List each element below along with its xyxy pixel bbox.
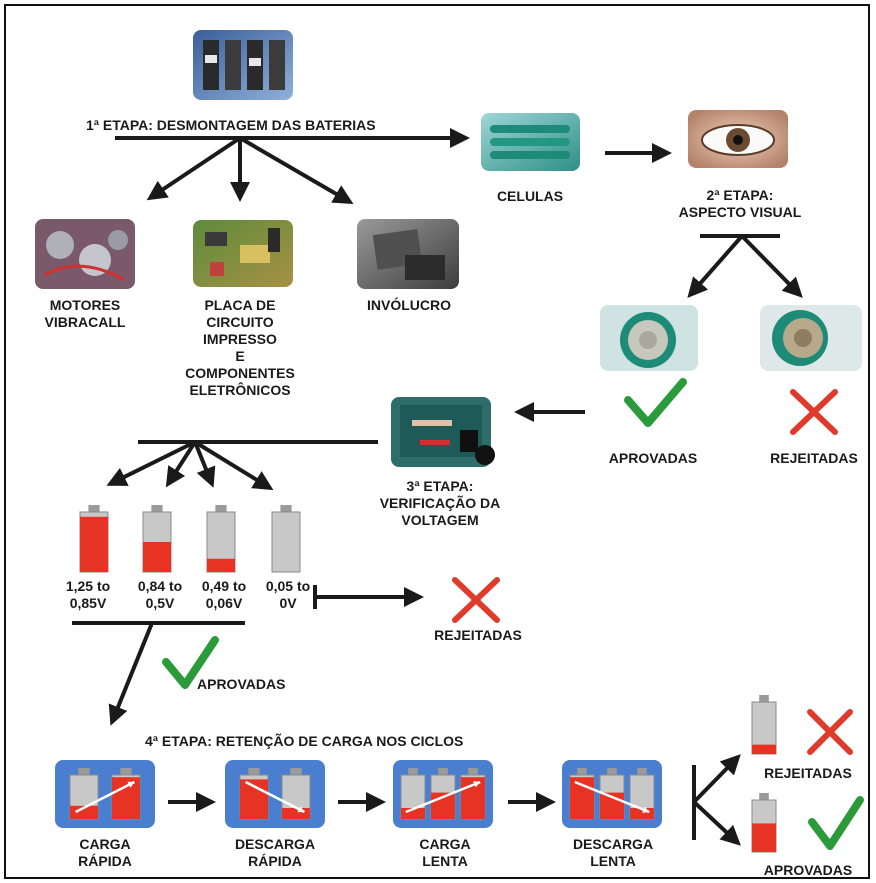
stage4-title: 4ª ETAPA: RETENÇÃO DE CARGA NOS CICLOS [145, 733, 464, 749]
cycle-panel-2 [225, 760, 325, 828]
label-board-line1: PLACA DE [204, 297, 276, 313]
voltage-battery-3 [206, 505, 236, 573]
stage3-title: 3ª ETAPA: VERIFICAÇÃO DA VOLTAGEM [370, 478, 510, 529]
result-battery-approved [751, 793, 777, 853]
voltage-battery-4 [271, 505, 301, 573]
voltage-battery-2 [142, 505, 172, 573]
range-label-4: 0,05 to 0V [258, 578, 318, 612]
cycle-panel-3 [393, 760, 493, 828]
cycle-2-arrowhead [297, 806, 305, 813]
label-board-line3: IMPRESSO [203, 331, 277, 347]
stage2-title-line2: ASPECTO VISUAL [678, 204, 802, 220]
label-voltage-rejected: REJEITADAS [434, 627, 522, 643]
cycle-label-2: DESCARGA RÁPIDA [218, 836, 332, 870]
cycle-1-flow-arrow [75, 780, 135, 814]
photo-voltage-check [391, 397, 495, 467]
diagram-frame [4, 4, 870, 879]
label-board-line2: CIRCUITO [206, 314, 274, 330]
cycle-4-flow-arrow [574, 780, 650, 814]
cycle-2-battery-1 [239, 768, 269, 820]
cycle-3-battery-3 [460, 768, 486, 820]
cycle-3-line1: CARGA [419, 836, 471, 852]
range-4-line1: 0,05 to [265, 578, 311, 594]
flow-connectors [72, 128, 803, 846]
photo-cell-approved [600, 305, 698, 371]
cycle-3-line2: LENTA [422, 853, 468, 869]
photo-cells [481, 113, 580, 171]
range-2-line2: 0,5V [145, 595, 175, 611]
stage1-title: 1ª ETAPA: DESMONTAGEM DAS BATERIAS [86, 117, 376, 133]
cross-icon-visual-rejected [790, 389, 838, 435]
cycle-1-line1: CARGA [79, 836, 131, 852]
cycle-label-3: CARGA LENTA [388, 836, 502, 870]
cycle-2-flow-arrow [245, 780, 305, 814]
label-board-line4: E [235, 348, 245, 364]
cycle-label-4: DESCARGA LENTA [556, 836, 670, 870]
label-cycle-approved: APROVADAS [763, 862, 853, 878]
cycle-4-battery-3 [629, 768, 655, 820]
cycle-1-line2: RÁPIDA [78, 853, 132, 869]
label-motors-line1: MOTORES [49, 297, 121, 313]
photo-motors [35, 219, 135, 289]
cycle-2-line1: DESCARGA [234, 836, 316, 852]
range-label-1: 1,25 to 0,85V [58, 578, 118, 612]
cross-icon-cycle-rejected [807, 709, 853, 755]
photo-batteries-stack [193, 30, 293, 100]
cycle-4-line1: DESCARGA [572, 836, 654, 852]
stage3-title-line3: VOLTAGEM [401, 512, 479, 528]
stage2-title-line1: 2ª ETAPA: [706, 187, 774, 203]
cycle-label-1: CARGA RÁPIDA [48, 836, 162, 870]
label-motors: MOTORES VIBRACALL [25, 297, 145, 331]
cycle-panel-1 [55, 760, 155, 828]
photo-circuit-board [193, 220, 293, 287]
range-4-line2: 0V [279, 595, 297, 611]
photo-cell-rejected [760, 305, 862, 371]
range-3-line1: 0,49 to [201, 578, 247, 594]
cycle-2-line2: RÁPIDA [248, 853, 302, 869]
label-board-line5: COMPONENTES [185, 365, 295, 381]
cycle-1-battery-2 [111, 768, 141, 820]
label-voltage-approved: APROVADAS [197, 676, 286, 692]
range-2-line1: 0,84 to [137, 578, 183, 594]
result-battery-rejected [751, 695, 777, 755]
check-icon-voltage-approved [162, 636, 219, 689]
cycle-4-line2: LENTA [590, 853, 636, 869]
cycle-3-battery-1 [400, 768, 426, 820]
stage3-title-line1: 3ª ETAPA: [406, 478, 474, 494]
label-circuit-board: PLACA DE CIRCUITO IMPRESSO E COMPONENTES… [165, 297, 315, 399]
range-label-3: 0,49 to 0,06V [194, 578, 254, 612]
cycle-1-battery-1 [69, 768, 99, 820]
cycle-1-arrowhead [127, 781, 135, 788]
check-icon-visual-approved [624, 378, 687, 427]
stage2-title: 2ª ETAPA: ASPECTO VISUAL [655, 187, 825, 221]
label-visual-approved: APROVADAS [608, 450, 698, 466]
voltage-battery-1 [79, 505, 109, 573]
label-board-line6: ELETRÔNICOS [189, 382, 291, 398]
cycle-4-arrowhead [642, 806, 650, 813]
cross-icon-voltage-rejected [452, 577, 500, 623]
cycle-4-battery-2 [599, 768, 625, 820]
label-case: INVÓLUCRO [367, 297, 451, 313]
label-motors-line2: VIBRACALL [44, 314, 126, 330]
label-cycle-rejected: REJEITADAS [764, 765, 852, 781]
check-icon-cycle-approved [808, 796, 864, 850]
range-3-line2: 0,06V [205, 595, 243, 611]
photo-eye [688, 110, 788, 168]
label-cells: CELULAS [496, 188, 564, 204]
range-1-line2: 0,85V [69, 595, 107, 611]
label-visual-rejected: REJEITADAS [770, 450, 858, 466]
cycle-2-battery-2 [281, 768, 311, 820]
cycle-3-arrowhead [473, 781, 481, 788]
cycle-panel-4 [562, 760, 662, 828]
cycle-3-flow-arrow [405, 780, 481, 814]
cycle-4-battery-1 [569, 768, 595, 820]
photo-case [357, 219, 459, 289]
range-label-2: 0,84 to 0,5V [130, 578, 190, 612]
range-1-line1: 1,25 to [65, 578, 111, 594]
stage3-title-line2: VERIFICAÇÃO DA [379, 495, 501, 511]
